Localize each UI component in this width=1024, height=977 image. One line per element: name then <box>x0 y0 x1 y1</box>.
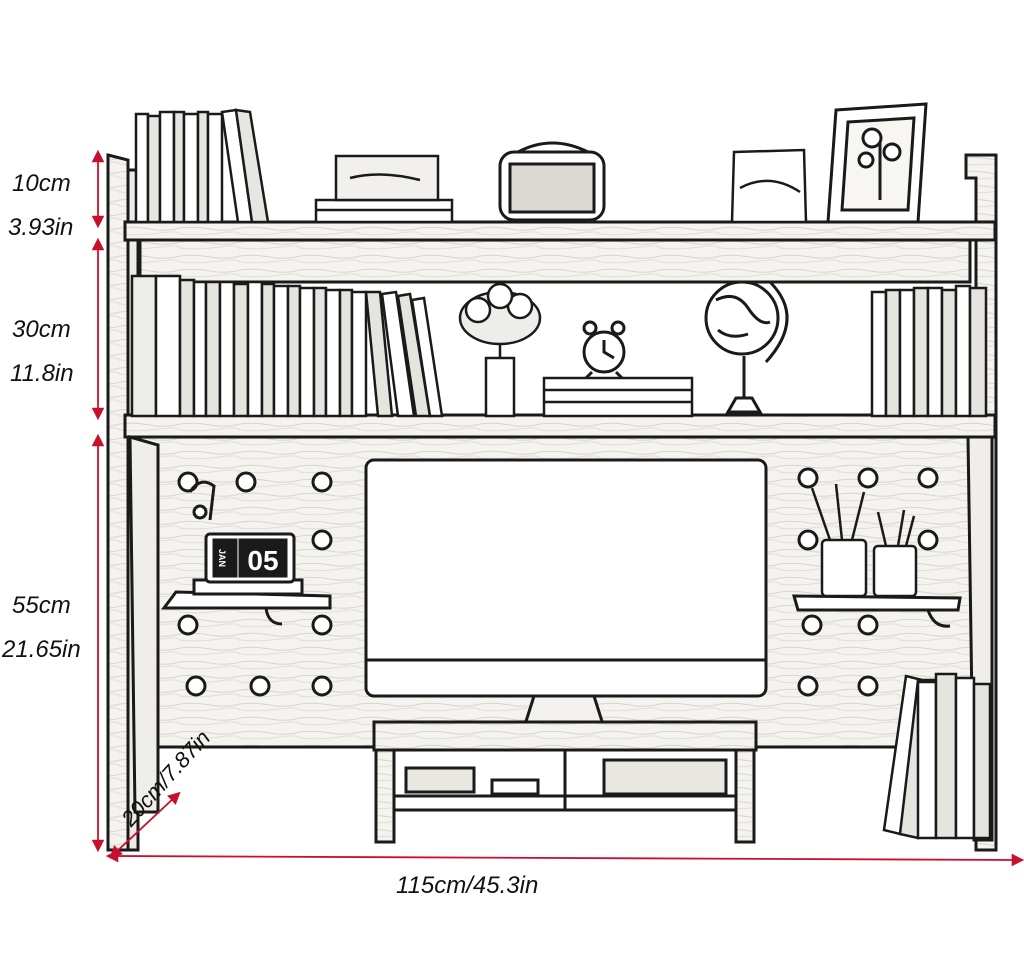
stacked-books-top <box>314 154 454 224</box>
alarm-clock <box>582 320 626 380</box>
pencil-cups <box>810 483 918 598</box>
middle-books-right <box>870 284 988 418</box>
stacked-books-clock <box>542 376 694 418</box>
right-wall-shelf <box>792 594 962 628</box>
top-height-metric: 10cm <box>12 170 71 197</box>
middle-height-imperial: 11.8in <box>10 360 74 387</box>
pegboard-holes <box>177 467 939 697</box>
radio <box>498 141 606 222</box>
flower-vase <box>458 282 542 418</box>
monitor-riser <box>372 720 758 844</box>
monitor <box>364 458 768 736</box>
clock-digits-text: 05 <box>247 545 278 576</box>
middle-height-metric: 30cm <box>12 316 71 343</box>
dimension-lines <box>91 149 1024 867</box>
picture-frame <box>826 102 928 224</box>
clock-month-text: JAN <box>217 549 227 567</box>
photo-book <box>730 148 808 224</box>
leaning-books-bottom <box>882 672 992 840</box>
width-label: 115cm/45.3in <box>396 872 539 899</box>
left-wall-shelf <box>161 578 332 626</box>
width-line <box>105 849 1024 867</box>
bottom-height-imperial: 21.65in <box>2 636 81 663</box>
middle-books-left <box>130 274 444 418</box>
top-height-imperial: 3.93in <box>8 214 74 241</box>
bottom-height-metric: 55cm <box>12 592 71 619</box>
depth-line <box>109 791 181 859</box>
flip-calendar-clock <box>188 480 296 584</box>
globe <box>704 280 789 414</box>
top-books <box>134 108 270 224</box>
